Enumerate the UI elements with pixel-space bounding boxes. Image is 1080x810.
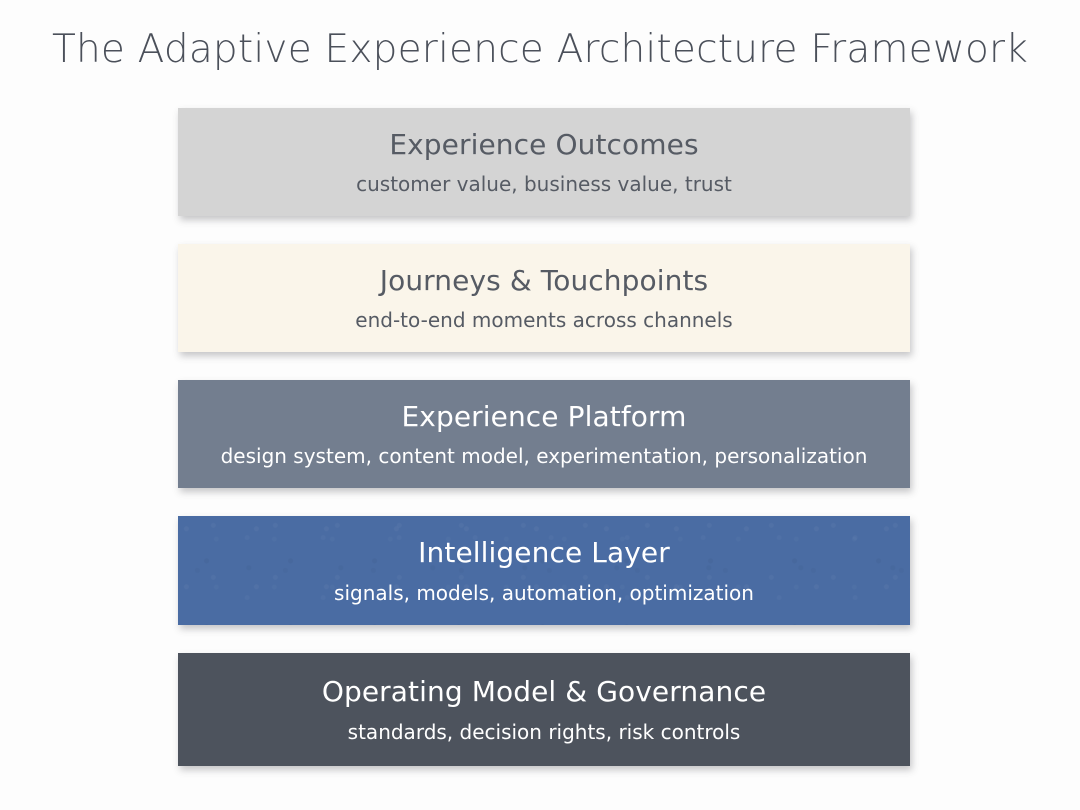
- layer-subtitle-experience-platform: design system, content model, experiment…: [220, 444, 868, 469]
- layer-band-operating-model-governance: Operating Model & Governance standards, …: [178, 653, 910, 766]
- layer-band-experience-outcomes: Experience Outcomes customer value, busi…: [178, 108, 910, 216]
- layer-title-intelligence-layer: Intelligence Layer: [418, 536, 670, 570]
- layer-subtitle-experience-outcomes: customer value, business value, trust: [356, 172, 732, 197]
- layer-subtitle-operating-model-governance: standards, decision rights, risk control…: [347, 719, 741, 744]
- layer-title-experience-outcomes: Experience Outcomes: [389, 127, 699, 161]
- layer-band-intelligence-layer: Intelligence Layer signals, models, auto…: [178, 516, 910, 625]
- layer-band-experience-platform: Experience Platform design system, conte…: [178, 380, 910, 488]
- layer-subtitle-journeys-touchpoints: end-to-end moments across channels: [355, 308, 733, 333]
- layer-title-operating-model-governance: Operating Model & Governance: [321, 675, 767, 709]
- layer-band-journeys-touchpoints: Journeys & Touchpoints end-to-end moment…: [178, 244, 910, 352]
- layer-title-experience-platform: Experience Platform: [401, 399, 687, 433]
- layer-stack: Experience Outcomes customer value, busi…: [178, 108, 910, 766]
- layer-title-journeys-touchpoints: Journeys & Touchpoints: [379, 263, 709, 297]
- page-title: The Adaptive Experience Architecture Fra…: [51, 27, 1029, 72]
- layer-subtitle-intelligence-layer: signals, models, automation, optimizatio…: [334, 580, 754, 605]
